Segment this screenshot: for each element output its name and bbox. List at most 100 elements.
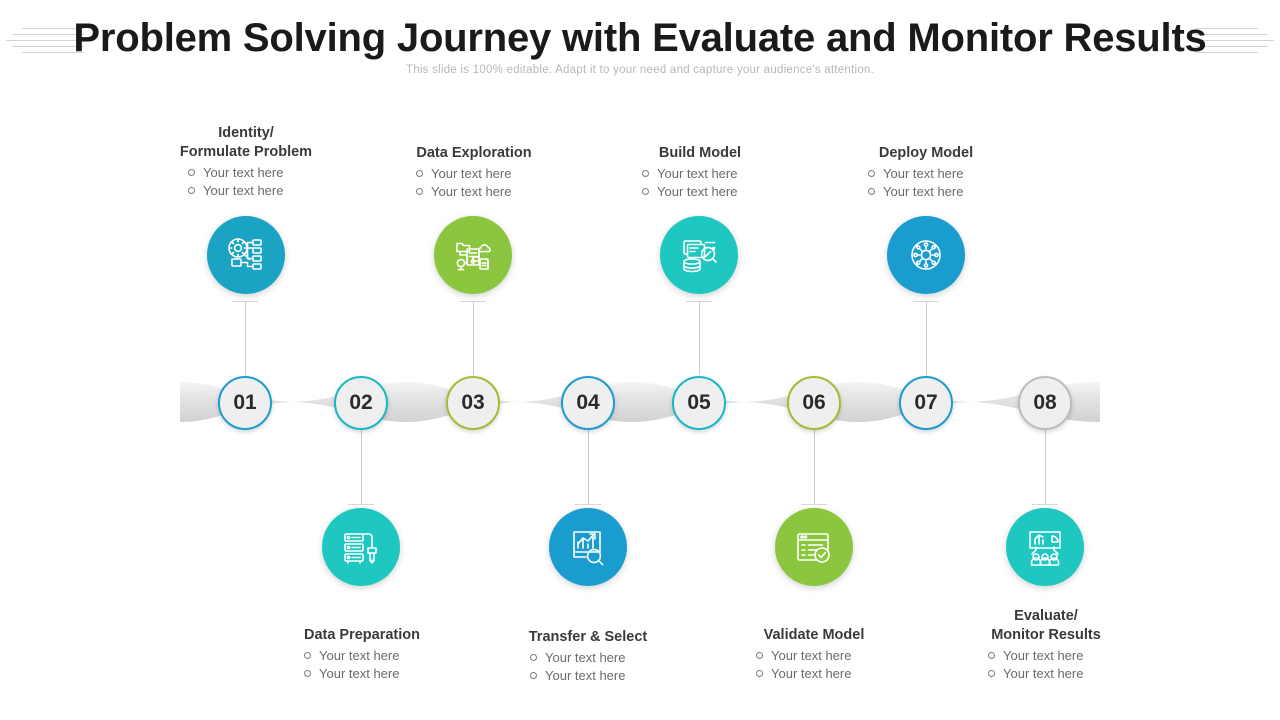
bullet-text: Your text here bbox=[657, 184, 738, 199]
label-block-step-01: Identity/ Formulate Problem Your text he… bbox=[126, 124, 366, 200]
connector-step-04 bbox=[588, 429, 589, 505]
step-title-02: Data Preparation bbox=[303, 627, 421, 643]
connector-cap-03 bbox=[460, 301, 486, 302]
step-number-05[interactable]: 05 bbox=[672, 376, 726, 430]
icon-circle-step-02[interactable] bbox=[322, 508, 400, 586]
connector-step-08 bbox=[1045, 429, 1046, 505]
bullet-dot-icon bbox=[756, 652, 763, 660]
bullet-item: Your text here bbox=[416, 165, 594, 183]
step-number-02[interactable]: 02 bbox=[334, 376, 388, 430]
bullet-item: Your text here bbox=[988, 665, 1166, 683]
connector-step-03 bbox=[473, 301, 474, 375]
connector-cap-08 bbox=[1032, 504, 1058, 505]
label-block-step-02: Data Preparation Your text here Your tex… bbox=[242, 626, 482, 683]
bullet-text: Your text here bbox=[431, 184, 512, 199]
bullet-text: Your text here bbox=[883, 166, 964, 181]
icon-circle-step-07[interactable] bbox=[887, 216, 965, 294]
step-title-04: Transfer & Select bbox=[528, 629, 648, 645]
bullet-dot-icon bbox=[304, 670, 311, 678]
bullet-item: Your text here bbox=[868, 183, 1046, 201]
step-bullets-07: Your text here Your text here bbox=[806, 165, 1046, 201]
step-title-08: Evaluate/ Monitor Results bbox=[991, 608, 1101, 643]
timeline-spine bbox=[180, 374, 1100, 430]
icon-circle-step-03[interactable] bbox=[434, 216, 512, 294]
bullet-text: Your text here bbox=[545, 650, 626, 665]
step-bullets-02: Your text here Your text here bbox=[242, 647, 482, 683]
step-title-07: Deploy Model bbox=[878, 145, 974, 161]
decorative-lines-right bbox=[1196, 28, 1274, 56]
bullet-dot-icon bbox=[642, 188, 649, 196]
step-number-label: 03 bbox=[461, 391, 485, 414]
bullet-dot-icon bbox=[756, 670, 763, 678]
page-subtitle: This slide is 100% editable. Adapt it to… bbox=[405, 64, 875, 76]
step-title-01: Identity/ Formulate Problem bbox=[179, 125, 313, 160]
connector-cap-07 bbox=[913, 301, 939, 302]
connector-step-06 bbox=[814, 429, 815, 505]
bullet-dot-icon bbox=[988, 652, 995, 660]
bullet-item: Your text here bbox=[756, 647, 934, 665]
bullet-text: Your text here bbox=[431, 166, 512, 181]
step-bullets-08: Your text here Your text here bbox=[926, 647, 1166, 683]
icon-circle-step-05[interactable] bbox=[660, 216, 738, 294]
bullet-text: Your text here bbox=[545, 668, 626, 683]
bullet-dot-icon bbox=[642, 170, 649, 178]
bullet-text: Your text here bbox=[771, 648, 852, 663]
icon-circle-step-01[interactable] bbox=[207, 216, 285, 294]
connector-cap-05 bbox=[686, 301, 712, 302]
icon-circle-step-06[interactable] bbox=[775, 508, 853, 586]
bullet-dot-icon bbox=[530, 672, 537, 680]
bullet-item: Your text here bbox=[188, 182, 366, 200]
bullet-item: Your text here bbox=[988, 647, 1166, 665]
step-number-04[interactable]: 04 bbox=[561, 376, 615, 430]
bullet-text: Your text here bbox=[203, 165, 284, 180]
bullet-text: Your text here bbox=[883, 184, 964, 199]
connector-step-05 bbox=[699, 301, 700, 375]
bullet-item: Your text here bbox=[868, 165, 1046, 183]
connector-cap-01 bbox=[232, 301, 258, 302]
slide-header: Problem Solving Journey with Evaluate an… bbox=[0, 0, 1280, 100]
step-bullets-06: Your text here Your text here bbox=[694, 647, 934, 683]
label-block-step-08: Evaluate/ Monitor Results Your text here… bbox=[926, 607, 1166, 683]
bullet-text: Your text here bbox=[319, 666, 400, 681]
bullet-dot-icon bbox=[868, 188, 875, 196]
bullet-dot-icon bbox=[988, 670, 995, 678]
bullet-text: Your text here bbox=[771, 666, 852, 681]
step-number-01[interactable]: 01 bbox=[218, 376, 272, 430]
step-number-03[interactable]: 03 bbox=[446, 376, 500, 430]
bullet-dot-icon bbox=[416, 170, 423, 178]
bullet-item: Your text here bbox=[304, 647, 482, 665]
step-number-06[interactable]: 06 bbox=[787, 376, 841, 430]
step-number-label: 01 bbox=[233, 391, 257, 414]
bullet-dot-icon bbox=[304, 652, 311, 660]
connector-cap-04 bbox=[575, 504, 601, 505]
step-number-label: 07 bbox=[914, 391, 938, 414]
connector-cap-02 bbox=[348, 504, 374, 505]
connector-step-07 bbox=[926, 301, 927, 375]
bullet-item: Your text here bbox=[530, 649, 708, 667]
connector-step-02 bbox=[361, 429, 362, 505]
page-title: Problem Solving Journey with Evaluate an… bbox=[73, 16, 1207, 60]
bullet-item: Your text here bbox=[530, 667, 708, 685]
bullet-dot-icon bbox=[188, 187, 195, 195]
label-block-step-07: Deploy Model Your text here Your text he… bbox=[806, 144, 1046, 201]
step-number-08[interactable]: 08 bbox=[1018, 376, 1072, 430]
bullet-item: Your text here bbox=[642, 165, 820, 183]
bullet-text: Your text here bbox=[203, 183, 284, 198]
bullet-text: Your text here bbox=[319, 648, 400, 663]
bullet-item: Your text here bbox=[756, 665, 934, 683]
step-number-label: 06 bbox=[802, 391, 826, 414]
connector-step-01 bbox=[245, 301, 246, 375]
step-title-05: Build Model bbox=[658, 145, 742, 161]
label-block-step-05: Build Model Your text here Your text her… bbox=[580, 144, 820, 201]
icon-circle-step-04[interactable] bbox=[549, 508, 627, 586]
bullet-item: Your text here bbox=[188, 164, 366, 182]
decorative-lines-left bbox=[6, 28, 84, 56]
bullet-item: Your text here bbox=[304, 665, 482, 683]
step-number-label: 08 bbox=[1033, 391, 1057, 414]
step-number-07[interactable]: 07 bbox=[899, 376, 953, 430]
bullet-item: Your text here bbox=[416, 183, 594, 201]
step-number-label: 05 bbox=[687, 391, 711, 414]
icon-circle-step-08[interactable] bbox=[1006, 508, 1084, 586]
step-bullets-01: Your text here Your text here bbox=[126, 164, 366, 200]
bullet-text: Your text here bbox=[657, 166, 738, 181]
